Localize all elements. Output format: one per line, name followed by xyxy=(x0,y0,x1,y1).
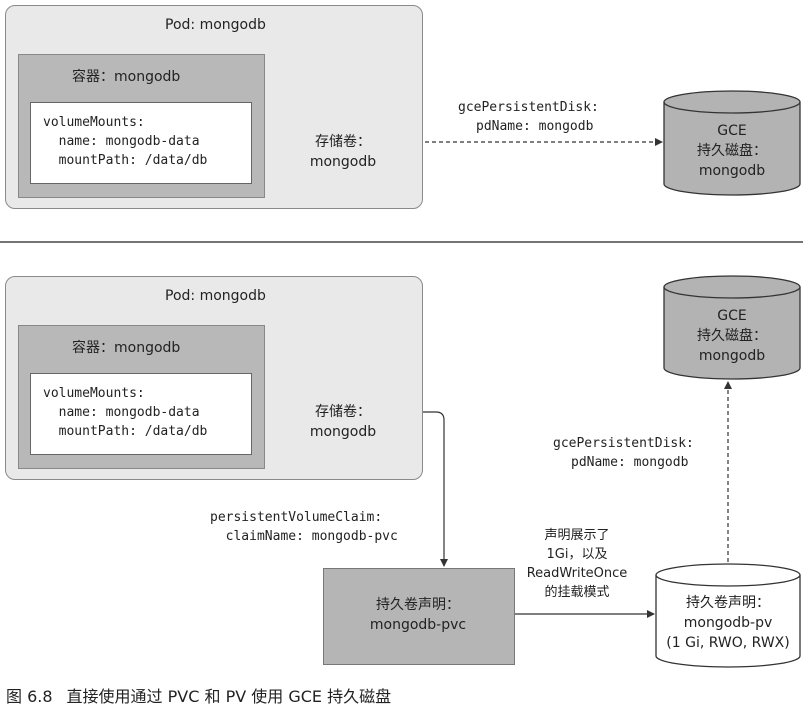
bottom-volume-text: 存储卷： mongodb xyxy=(296,402,390,442)
bottom-volume-name: mongodb xyxy=(309,424,377,440)
top-gce-name: mongodb xyxy=(698,163,766,179)
top-volume-text: 存储卷： mongodb xyxy=(296,132,390,172)
bottom-mounts-line: mountPath: /data/db xyxy=(43,424,208,439)
top-mounts-line: name: mongodb-data xyxy=(43,134,200,149)
bottom-gce-edge-label-2: pdName: mongodb xyxy=(571,455,689,470)
pv-cylinder xyxy=(655,563,801,668)
bottom-gce-label: GCE xyxy=(717,308,747,324)
top-gce-disk-text: GCE 持久磁盘： mongodb xyxy=(664,121,800,181)
bottom-volume-label: 存储卷： xyxy=(315,404,371,420)
pvc-box xyxy=(323,568,515,665)
bottom-gce-disk-text: GCE 持久磁盘： mongodb xyxy=(664,306,800,366)
top-container-label: 容器：mongodb xyxy=(72,69,181,85)
figure-caption: 图 6.8 直接使用通过 PVC 和 PV 使用 GCE 持久磁盘 xyxy=(6,683,391,707)
bind-description: 声明展示了 1Gi，以及 ReadWriteOnce 的挂载模式 xyxy=(515,526,639,602)
top-gce-edge-label-1: gcePersistentDisk: xyxy=(458,100,599,115)
top-gce-disk-cylinder xyxy=(663,90,801,196)
bind-description-line: 1Gi，以及 xyxy=(546,547,608,562)
pv-name: mongodb-pv xyxy=(683,615,773,631)
bind-description-line: ReadWriteOnce xyxy=(526,566,628,581)
top-volume-mounts: volumeMounts: name: mongodb-data mountPa… xyxy=(30,102,252,184)
pv-text: 持久卷声明： mongodb-pv (1 Gi, RWO, RWX) xyxy=(656,593,800,653)
bottom-gce-type: 持久磁盘： xyxy=(697,328,767,344)
pv-spec: (1 Gi, RWO, RWX) xyxy=(666,635,790,651)
bottom-mounts-line: name: mongodb-data xyxy=(43,405,200,420)
pvc-text: 持久卷声明： mongodb-pvc xyxy=(323,595,513,635)
top-gce-type: 持久磁盘： xyxy=(697,143,767,159)
bind-description-line: 的挂载模式 xyxy=(544,585,610,600)
volume-to-pvc-arrow xyxy=(390,411,448,567)
bottom-container-label: 容器：mongodb xyxy=(72,340,181,356)
bottom-pod-label: Pod: mongodb xyxy=(165,288,266,304)
bottom-volume-mounts: volumeMounts: name: mongodb-data mountPa… xyxy=(30,373,252,455)
top-mounts-line: mountPath: /data/db xyxy=(43,153,208,168)
top-gce-edge-label-2: pdName: mongodb xyxy=(476,119,594,134)
top-mounts-line: volumeMounts: xyxy=(43,115,145,130)
top-volume-label: 存储卷： xyxy=(315,134,371,150)
top-gce-label: GCE xyxy=(717,123,747,139)
bottom-mounts-line: volumeMounts: xyxy=(43,386,145,401)
bottom-gce-edge-label-1: gcePersistentDisk: xyxy=(553,436,694,451)
pv-label: 持久卷声明： xyxy=(686,595,770,611)
pvc-name: mongodb-pvc xyxy=(369,617,467,633)
pvc-edge-label-1: persistentVolumeClaim: xyxy=(210,510,383,525)
pvc-label: 持久卷声明： xyxy=(376,597,460,613)
figure-title: 直接使用通过 PVC 和 PV 使用 GCE 持久磁盘 xyxy=(66,687,392,706)
bottom-gce-disk-cylinder xyxy=(663,275,801,380)
top-volume-name: mongodb xyxy=(309,154,377,170)
figure-number: 图 6.8 xyxy=(6,687,53,706)
pvc-edge-label-2: claimName: mongodb-pvc xyxy=(210,529,398,544)
bind-description-line: 声明展示了 xyxy=(544,528,610,543)
bottom-gce-name: mongodb xyxy=(698,348,766,364)
top-pod-label: Pod: mongodb xyxy=(165,17,266,33)
